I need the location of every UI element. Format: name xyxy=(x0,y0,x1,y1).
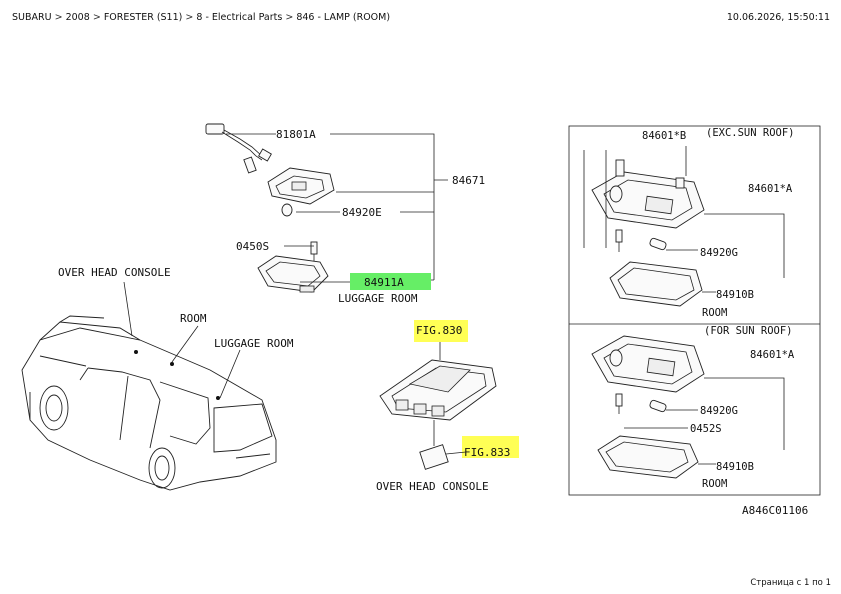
part-label-0452s[interactable]: 0452S xyxy=(690,423,722,435)
part-label-0450s[interactable]: 0450S xyxy=(236,240,269,253)
part-label-84601a-for[interactable]: 84601*A xyxy=(750,349,795,361)
part-label-84910b-exc[interactable]: 84910B xyxy=(716,289,754,301)
caption-over-head-console-detail: OVER HEAD CONSOLE xyxy=(376,480,489,493)
caption-room-for: ROOM xyxy=(702,478,727,490)
part-label-84671[interactable]: 84671 xyxy=(452,174,485,187)
part-label-84910b-for[interactable]: 84910B xyxy=(716,461,754,473)
caption-luggage-room: LUGGAGE ROOM xyxy=(338,292,418,305)
room-lamp-for-sun-roof xyxy=(591,335,785,479)
caption-room: ROOM xyxy=(180,312,207,325)
part-link-84911a[interactable]: 84911A xyxy=(364,276,404,289)
part-label-84601a-exc[interactable]: 84601*A xyxy=(748,183,793,195)
caption-luggage-room-car: LUGGAGE ROOM xyxy=(214,337,294,350)
overhead-console-part xyxy=(379,342,497,470)
breadcrumb-separator: > xyxy=(285,12,294,23)
variant-label-exc-sun-roof: (EXC.SUN ROOF) xyxy=(706,127,795,139)
fig-link-833[interactable]: FIG.833 xyxy=(464,446,510,459)
page-counter: Страница с 1 по 1 xyxy=(750,578,831,588)
fig-link-830[interactable]: FIG.830 xyxy=(416,324,462,337)
breadcrumb-item-group[interactable]: 8 - Electrical Parts xyxy=(196,12,283,23)
breadcrumb-separator: > xyxy=(92,12,101,23)
part-label-84920g-for[interactable]: 84920G xyxy=(700,405,738,417)
part-highlight-84911a xyxy=(350,273,431,290)
part-label-84601b[interactable]: 84601*B xyxy=(642,130,686,142)
room-lamp-assembly-part xyxy=(267,167,335,217)
vehicle-illustration xyxy=(21,281,277,491)
fig-highlight-830 xyxy=(414,320,468,342)
part-label-84920e[interactable]: 84920E xyxy=(342,206,382,219)
caption-room-exc: ROOM xyxy=(702,307,727,319)
print-timestamp: 10.06.2026, 15:50:11 xyxy=(726,12,830,23)
breadcrumb: SUBARU > 2008 > FORESTER (S11) > 8 - Ele… xyxy=(12,12,390,23)
part-label-84920g-exc[interactable]: 84920G xyxy=(700,247,738,259)
breadcrumb-separator: > xyxy=(54,12,63,23)
luggage-lens-part xyxy=(257,255,329,293)
breadcrumb-item-make[interactable]: SUBARU xyxy=(12,12,52,23)
breadcrumb-separator: > xyxy=(185,12,194,23)
fig-highlight-833 xyxy=(462,436,519,458)
part-label-81801a[interactable]: 81801A xyxy=(276,128,316,141)
illustration-code: A846C01106 xyxy=(742,504,808,517)
room-lamp-exc-sun-roof xyxy=(583,146,785,307)
variant-panel xyxy=(568,125,821,496)
breadcrumb-item-model[interactable]: FORESTER (S11) xyxy=(103,12,183,23)
wire-harness-part xyxy=(205,123,272,174)
breadcrumb-item-section: 846 - LAMP (ROOM) xyxy=(296,12,391,23)
variant-label-for-sun-roof: (FOR SUN ROOF) xyxy=(704,325,793,337)
breadcrumb-item-year[interactable]: 2008 xyxy=(65,12,90,23)
caption-over-head-console: OVER HEAD CONSOLE xyxy=(58,266,171,279)
